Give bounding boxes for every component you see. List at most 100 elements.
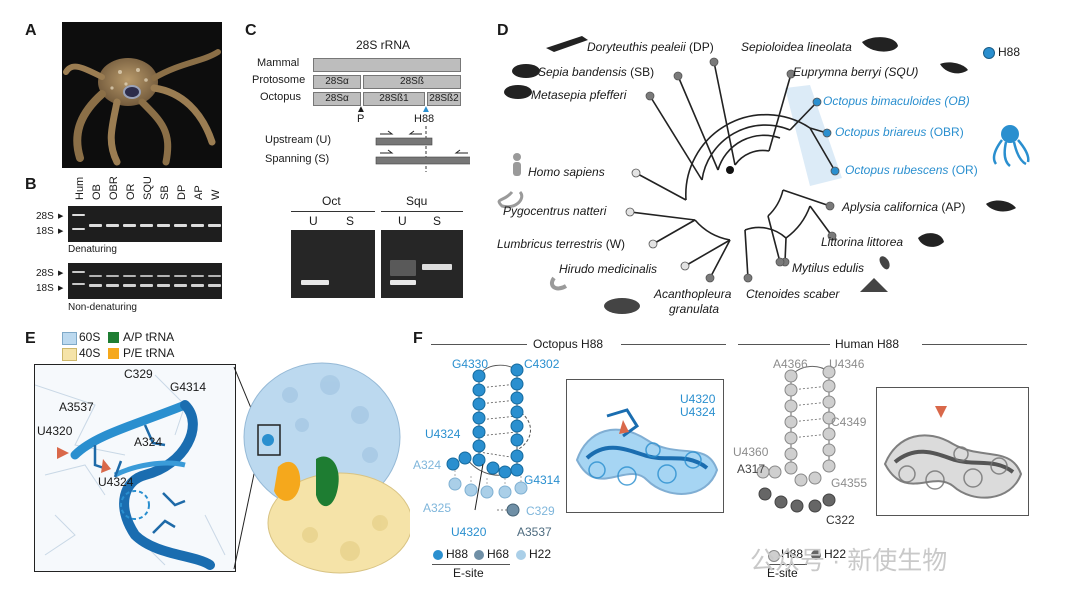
octopus-28s-beta2-bar: 28Sß2 bbox=[427, 92, 461, 106]
species-sl: Sepioloidea lineolata bbox=[741, 40, 852, 54]
species-pn: Pygocentrus natteri bbox=[503, 204, 607, 218]
species-or-name: Octopus rubescens bbox=[845, 163, 949, 177]
gel-group-squ: Squ bbox=[406, 194, 428, 208]
arrow-18s-bottom: ▶ bbox=[58, 285, 64, 292]
gel-band bbox=[106, 275, 119, 277]
phylogenetic-tree bbox=[497, 36, 1030, 314]
residue-u4320: U4320 bbox=[37, 424, 73, 438]
hum-label-a317: A317 bbox=[737, 462, 766, 476]
species-dp: Doryteuthis pealeii (DP) bbox=[587, 40, 714, 54]
hum-label-u4346: U4346 bbox=[829, 357, 865, 371]
squ-pcr-gel bbox=[381, 230, 463, 298]
legend-label-60s: 60S bbox=[79, 330, 101, 344]
gel-band bbox=[208, 275, 221, 277]
band-label-18s-bottom: 18S bbox=[36, 283, 54, 294]
hum-label-a4366: A4366 bbox=[773, 357, 808, 371]
panel-letter-d: D bbox=[497, 22, 509, 39]
arrow-28s-bottom: ▶ bbox=[58, 270, 64, 277]
species-or-abbr: (OR) bbox=[948, 163, 978, 177]
oct-label-g4330: G4330 bbox=[452, 357, 489, 371]
squ-group-rule bbox=[381, 211, 463, 212]
hum-legend-label-h22: H22 bbox=[824, 547, 847, 561]
gel-band bbox=[106, 284, 119, 287]
squ-lane-s: S bbox=[433, 214, 442, 228]
oct-lane-s: S bbox=[346, 214, 355, 228]
residue-a324: A324 bbox=[134, 435, 163, 449]
oct-label-u4324: U4324 bbox=[425, 427, 461, 441]
species-ac: Aplysia californica (AP) bbox=[842, 200, 965, 214]
species-ac-name: Aplysia californica bbox=[842, 200, 939, 214]
gel-band bbox=[208, 224, 221, 227]
marker-p-label: P bbox=[357, 113, 365, 125]
species-ll: Littorina littorea bbox=[821, 235, 904, 249]
gel-band bbox=[89, 275, 102, 277]
oct-label-c329: C329 bbox=[526, 504, 555, 518]
octopus-title-rule-left bbox=[431, 344, 527, 345]
gel-band bbox=[157, 224, 170, 227]
species-dp-abbr: (DP) bbox=[685, 40, 714, 54]
row-label-protosome: Protosome bbox=[252, 74, 306, 86]
oct-label-a325: A325 bbox=[423, 501, 452, 515]
octopus-title-rule-right bbox=[621, 344, 726, 345]
gel-group-oct: Oct bbox=[322, 194, 341, 208]
gel-lane-label: Hum bbox=[74, 176, 86, 200]
octopus-h88-density-inset bbox=[566, 379, 724, 513]
gel-band bbox=[123, 275, 136, 277]
species-or: Octopus rubescens (OR) bbox=[845, 163, 978, 177]
gel-band bbox=[72, 228, 85, 230]
gel-band bbox=[123, 224, 136, 227]
primer-schematic bbox=[375, 126, 470, 172]
residue-u4324: U4324 bbox=[98, 475, 134, 489]
squ-lane-u: U bbox=[398, 214, 407, 228]
gel-band bbox=[191, 275, 204, 277]
band-label-18s-top: 18S bbox=[36, 226, 54, 237]
protosome-28s-alpha-bar: 28Sα bbox=[313, 75, 361, 89]
band-label-28s-bottom: 28S bbox=[36, 268, 54, 279]
human-h88-title: Human H88 bbox=[835, 337, 900, 351]
inset-label-u4320: U4320 bbox=[680, 392, 716, 406]
upstream-label: Upstream (U) bbox=[265, 134, 332, 146]
human-density-map bbox=[883, 406, 1023, 499]
oct-pcr-gel bbox=[291, 230, 375, 298]
oct-legend-label-h22: H22 bbox=[529, 547, 552, 561]
gel-lane-label: OR bbox=[125, 183, 137, 201]
gel-band bbox=[174, 275, 187, 277]
gel-band bbox=[72, 283, 85, 285]
gel-band bbox=[140, 275, 153, 277]
species-ob: Octopus bimaculoides (OB) bbox=[823, 94, 970, 108]
legend-swatch-pe-trna bbox=[108, 348, 119, 359]
gel-lane-label: OBR bbox=[108, 176, 120, 200]
panel-letter-e: E bbox=[25, 330, 36, 347]
gel-band bbox=[72, 271, 85, 273]
species-hm: Hirudo medicinalis bbox=[559, 262, 658, 276]
ribosome-structure bbox=[233, 362, 410, 574]
residue-g4314: G4314 bbox=[170, 380, 207, 394]
gel-band bbox=[106, 224, 119, 227]
h88-zoom-inset bbox=[34, 364, 236, 572]
watermark-text: 公众号 · 新使生物 bbox=[750, 547, 948, 575]
oct-group-rule bbox=[291, 211, 375, 212]
spanning-label: Spanning (S) bbox=[265, 153, 330, 165]
gel-band bbox=[174, 284, 187, 287]
species-sb: Sepia bandensis (SB) bbox=[538, 65, 654, 79]
species-cs: Ctenoides scaber bbox=[746, 287, 840, 301]
oct-legend-dot-h22 bbox=[516, 550, 526, 560]
hum-legend-dot-h88 bbox=[768, 550, 780, 562]
species-squ: Euprymna berryi (SQU) bbox=[793, 65, 919, 79]
inset-label-u4324: U4324 bbox=[680, 405, 716, 419]
hum-label-c322: C322 bbox=[826, 513, 855, 527]
legend-swatch-60s bbox=[62, 332, 77, 345]
gel-band bbox=[140, 284, 153, 287]
rrna-title: 28S rRNA bbox=[356, 38, 411, 52]
legend-swatch-40s bbox=[62, 348, 77, 361]
gel-caption-non-denaturing: Non-denaturing bbox=[68, 302, 137, 313]
octopus-density-map bbox=[575, 408, 719, 495]
species-hs: Homo sapiens bbox=[528, 165, 605, 179]
species-lt: Lumbricus terrestris (W) bbox=[497, 237, 625, 251]
hum-esite-label: E-site bbox=[767, 566, 798, 580]
species-mp: Metasepia pfefferi bbox=[531, 88, 627, 102]
gel-band bbox=[157, 275, 170, 277]
hum-legend-label-h88: H88 bbox=[781, 547, 804, 561]
oct-label-u4320: U4320 bbox=[451, 525, 487, 539]
arrow-28s-top: ▶ bbox=[58, 213, 64, 220]
